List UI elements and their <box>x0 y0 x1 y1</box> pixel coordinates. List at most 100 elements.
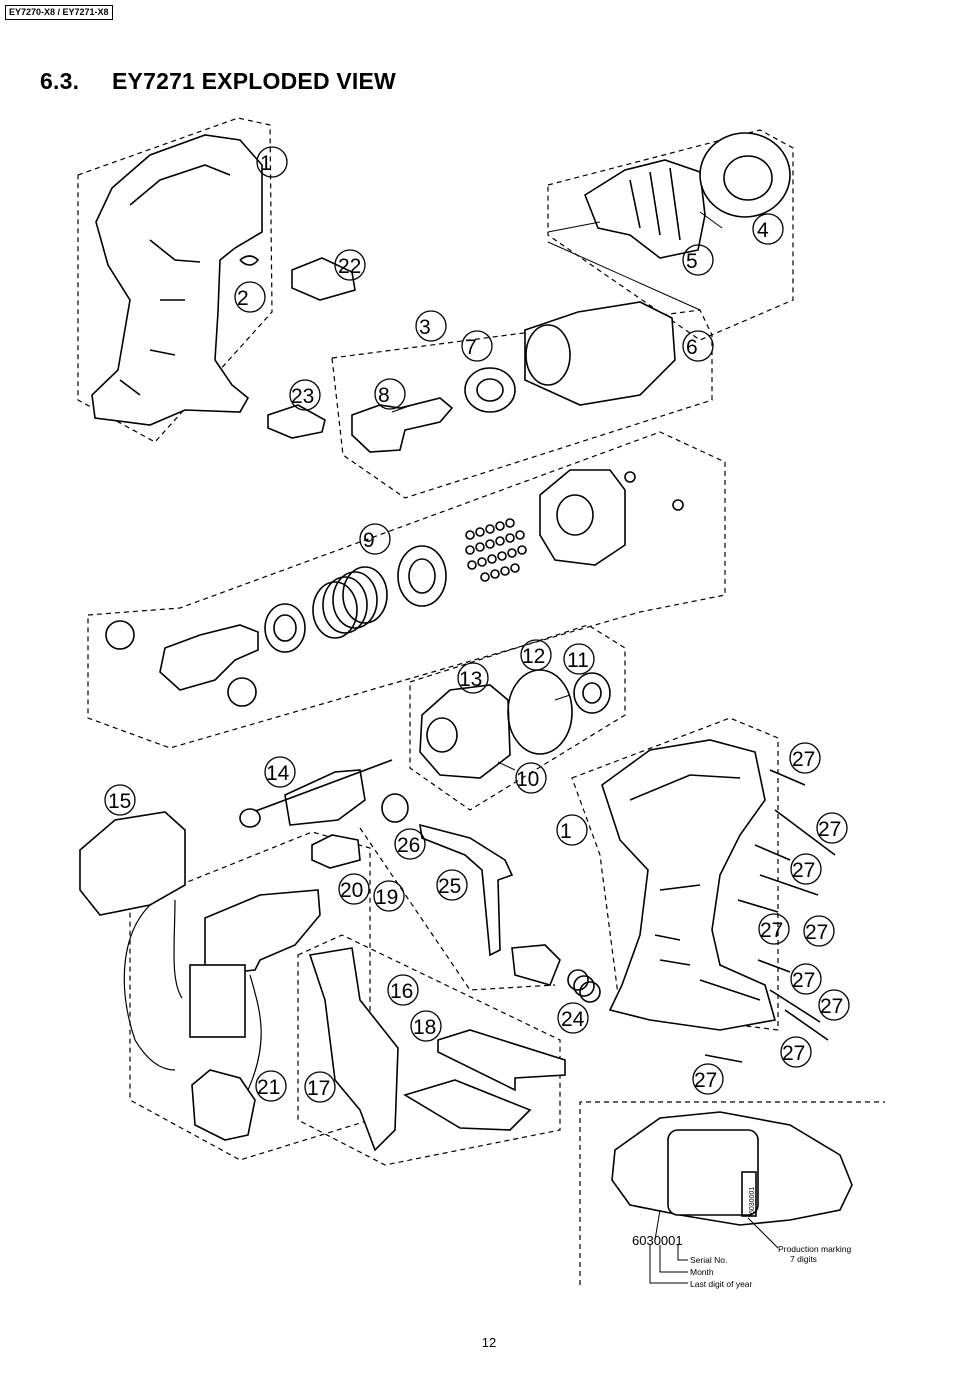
housing-left-half <box>91 134 263 426</box>
assembly-dashed-outlines <box>77 117 885 1285</box>
callout-4: 4 <box>757 219 769 242</box>
plate-18-upper <box>437 1029 566 1092</box>
model-code-box: EY7270-X8 / EY7271-X8 <box>5 5 113 20</box>
model-code: EY7270-X8 / EY7271-X8 <box>9 7 109 17</box>
callout-12: 12 <box>522 645 545 668</box>
callout-27-h: 27 <box>782 1042 805 1065</box>
gear-26 <box>381 793 409 823</box>
callout-6: 6 <box>686 336 698 359</box>
washer-7 <box>464 367 516 413</box>
housing-right-half <box>601 739 777 1031</box>
callout-19: 19 <box>375 886 398 909</box>
ball-a <box>624 471 636 483</box>
month-label: Month <box>690 1267 714 1277</box>
callout-27-e: 27 <box>805 921 828 944</box>
spring-washer-inner <box>273 614 297 642</box>
callout-18: 18 <box>413 1016 436 1039</box>
bearing-inner <box>582 682 602 704</box>
hammer-spring <box>312 566 388 639</box>
nose-cover-ribs <box>629 167 681 241</box>
part-drawings <box>79 132 853 1226</box>
planet-gear-bottom <box>227 677 257 707</box>
production-stamp: 6030001 <box>749 1187 756 1214</box>
field-magnet <box>79 811 186 916</box>
callout-17: 17 <box>307 1077 330 1100</box>
serial-motor-frame <box>667 1129 759 1216</box>
gear-case-mouth <box>525 324 571 386</box>
gear-case <box>524 301 676 406</box>
lever-button <box>511 944 561 986</box>
steel-balls <box>465 518 527 582</box>
callout-1-left: 1 <box>260 152 272 175</box>
callout-21: 21 <box>257 1076 280 1099</box>
spring-washer <box>264 603 306 653</box>
switch-base <box>189 964 246 1038</box>
heat-sink <box>308 947 399 1152</box>
callout-circles <box>104 146 850 1103</box>
terminal-assembly <box>191 1069 256 1141</box>
year-label: Last digit of year <box>690 1279 753 1289</box>
callout-22: 22 <box>338 255 361 278</box>
forward-reverse-lever <box>311 834 361 869</box>
callout-1-right: 1 <box>560 820 572 843</box>
callout-16: 16 <box>390 980 413 1003</box>
internal-gear-bore <box>426 717 458 753</box>
leader-lines <box>391 211 779 1284</box>
production-label: Production marking <box>778 1244 852 1254</box>
callout-24: 24 <box>561 1008 585 1031</box>
lever-shaft <box>419 823 514 957</box>
ball-b <box>672 499 684 511</box>
section-heading: 6.3.EY7271 EXPLODED VIEW <box>40 68 396 95</box>
callout-20: 20 <box>340 879 363 902</box>
callout-10: 10 <box>516 768 539 791</box>
housing-left-detail <box>119 164 231 396</box>
spring-24 <box>567 969 601 1003</box>
callout-27-c: 27 <box>792 859 815 882</box>
section-number: 6.3. <box>40 68 80 94</box>
washer-9-inner <box>408 558 436 594</box>
housing-right-detail <box>629 774 761 1001</box>
page-number: 12 <box>481 1335 497 1350</box>
callout-14: 14 <box>266 762 290 785</box>
callout-5: 5 <box>686 250 698 273</box>
plate-18-lower <box>403 1079 532 1131</box>
serial-code: 6030001 <box>632 1233 683 1248</box>
switch-cover <box>291 257 356 301</box>
serial-legend: 6030001 Serial No. Month Last digit of y… <box>632 1187 852 1289</box>
callout-27-g: 27 <box>820 995 843 1018</box>
callout-3: 3 <box>419 316 431 339</box>
spring-clip <box>239 255 260 266</box>
callout-15: 15 <box>108 790 131 813</box>
internal-gear <box>419 684 511 779</box>
callout-23: 23 <box>291 385 314 408</box>
serial-stamp-box <box>741 1171 757 1217</box>
switch-assembly <box>204 889 321 976</box>
nose-cover <box>584 159 706 259</box>
hammer-bore <box>556 494 594 536</box>
callout-27-d: 27 <box>760 919 783 942</box>
bumper <box>699 132 791 218</box>
callout-27-i: 27 <box>694 1069 717 1092</box>
callout-9: 9 <box>363 529 375 552</box>
washer-7-inner <box>476 378 504 402</box>
spindle <box>159 624 259 691</box>
callout-11: 11 <box>567 649 589 672</box>
washer-9 <box>397 545 447 607</box>
armature-bearing <box>239 808 261 828</box>
lead-wires <box>123 899 262 1091</box>
callout-7: 7 <box>465 336 477 359</box>
bumper-inner <box>723 155 773 201</box>
lock-plate <box>267 404 326 439</box>
hammer <box>539 469 626 566</box>
callout-13: 13 <box>459 668 482 691</box>
o-ring <box>507 669 573 755</box>
digits-label: 7 digits <box>790 1254 817 1264</box>
anvil <box>351 397 454 453</box>
planet-gear-top <box>105 620 135 650</box>
callout-26: 26 <box>397 834 420 857</box>
callout-27-a: 27 <box>792 748 815 771</box>
serial-no-label: Serial No. <box>690 1255 727 1265</box>
callout-27-f: 27 <box>792 969 815 992</box>
callout-8: 8 <box>378 384 390 407</box>
